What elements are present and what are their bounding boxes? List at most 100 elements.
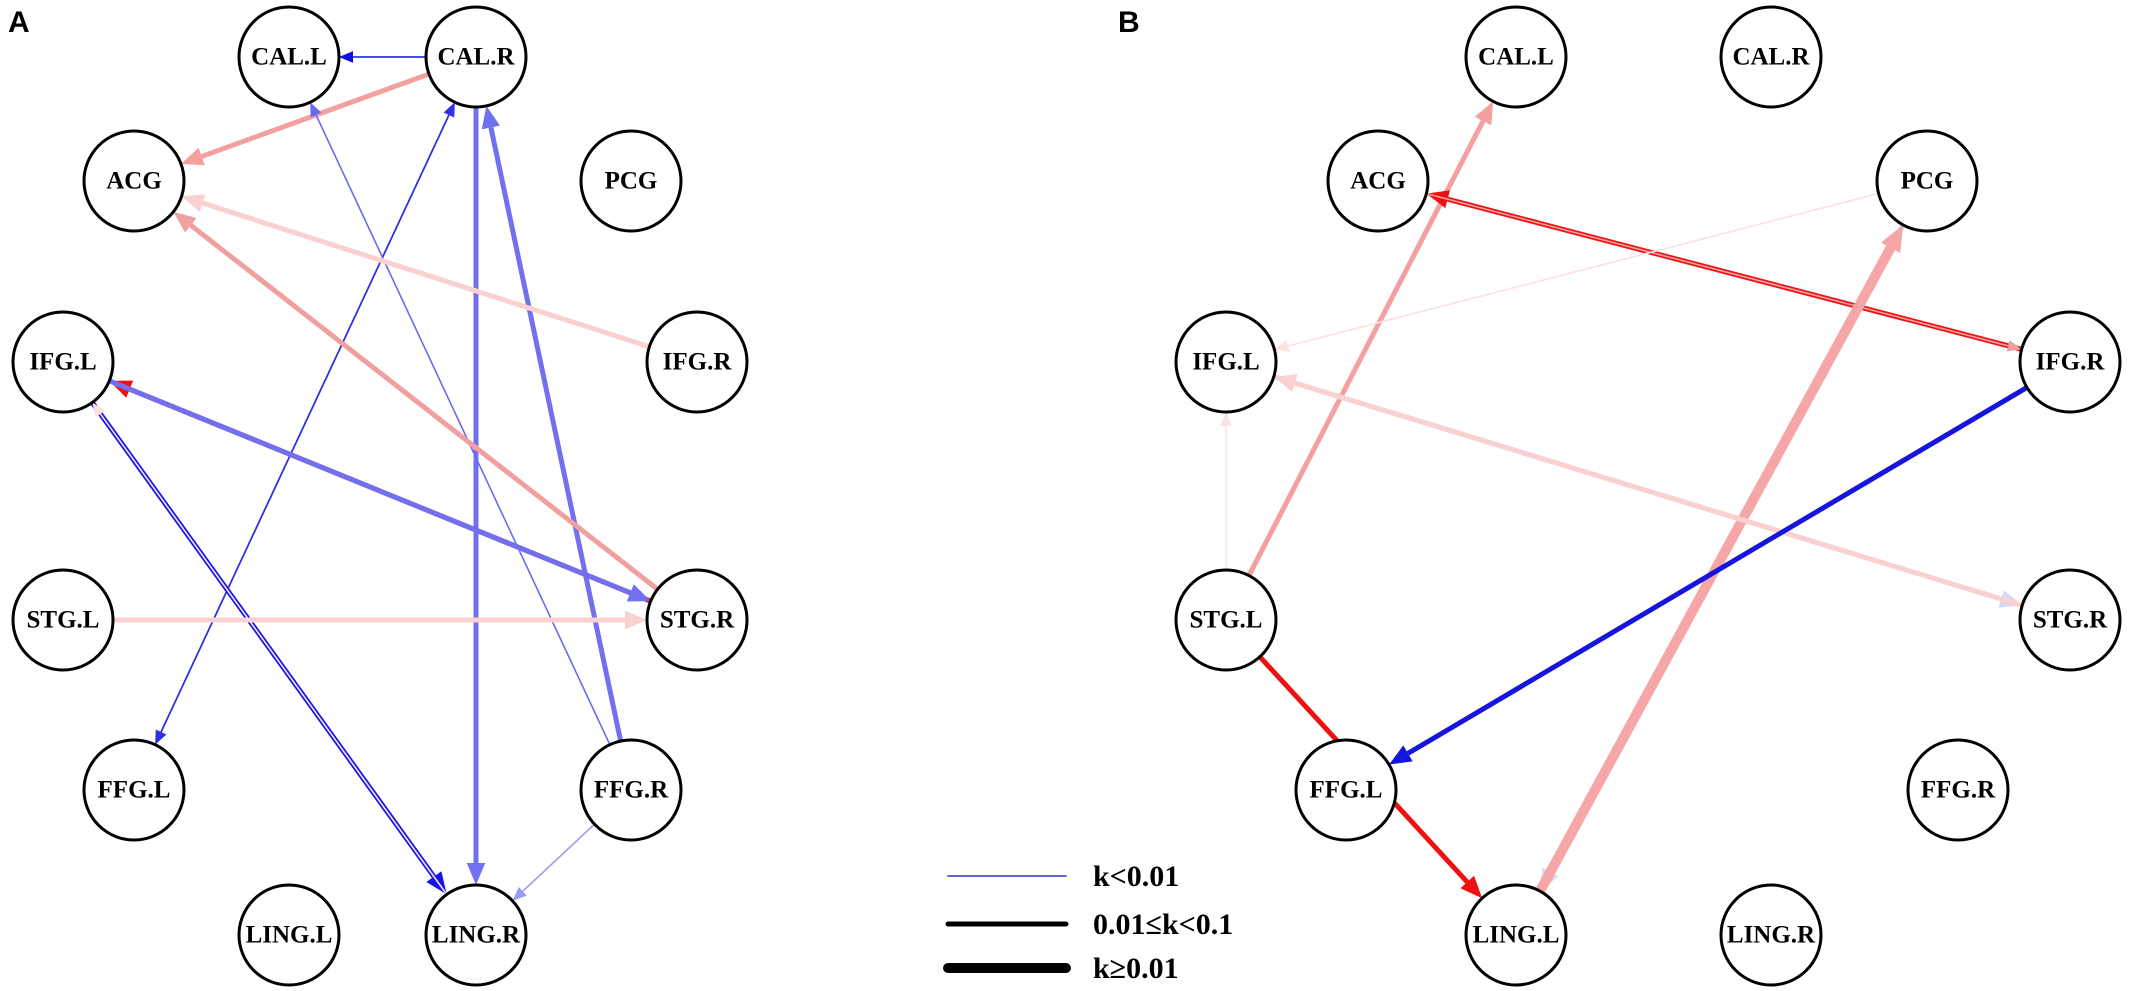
node-circle xyxy=(237,883,341,987)
node-circle xyxy=(424,5,528,109)
node-a-pcg: PCG xyxy=(579,129,683,233)
edge-b-stgr-to-ifgl xyxy=(1273,374,2023,608)
node-circle xyxy=(645,310,749,414)
edge-line xyxy=(1426,192,2009,347)
node-circle xyxy=(1464,883,1568,987)
legend-item-2: 0.01≤k<0.1 xyxy=(945,908,1233,941)
node-circle xyxy=(579,129,683,233)
node-circle xyxy=(1464,5,1568,109)
arrowhead xyxy=(626,584,651,602)
edge-line xyxy=(1287,192,1879,347)
node-b-stg-l: STG.L xyxy=(1174,568,1278,672)
edge-a-stgr-to-acg xyxy=(173,211,660,592)
node-circle xyxy=(1326,129,1430,233)
node-circle xyxy=(1719,883,1823,987)
node-label: CAL.L xyxy=(1478,44,1554,71)
edge-line xyxy=(99,413,448,895)
node-label: CAL.R xyxy=(437,44,515,71)
arrowhead xyxy=(443,102,455,118)
arrowhead xyxy=(512,886,527,901)
arrowhead xyxy=(1881,224,1904,253)
legend-item-3: k≥0.01 xyxy=(943,952,1179,985)
node-label: IFG.L xyxy=(1192,349,1259,376)
arrowhead xyxy=(625,610,647,630)
arrowhead xyxy=(481,105,500,130)
node-b-ifg-r: IFG.R xyxy=(2018,310,2122,414)
edge-line xyxy=(1294,380,2023,608)
arrowhead xyxy=(92,402,106,418)
node-b-ffg-r: FFG.R xyxy=(1906,738,2010,842)
legend-label: k≥0.01 xyxy=(1093,952,1179,985)
node-circle xyxy=(82,738,186,842)
edge-a-lingr-to-ifgl xyxy=(92,402,448,895)
node-a-ling-l: LING.L xyxy=(237,883,341,987)
node-a-ffg-r: FFG.R xyxy=(579,738,683,842)
arrowhead xyxy=(310,102,322,118)
edge-b-acg-to-ifgr xyxy=(1426,192,2022,352)
arrowhead xyxy=(181,194,206,212)
arrowhead xyxy=(1474,101,1494,126)
node-label: PCG xyxy=(605,168,658,195)
edge-b-stgl-to-ifgl xyxy=(1220,412,1232,570)
legend-label: k<0.01 xyxy=(1093,860,1179,893)
edge-a-ffgr-to-lingr xyxy=(512,823,596,901)
node-label: FFG.R xyxy=(1921,777,1996,804)
node-label: IFG.R xyxy=(663,349,733,376)
edge-line xyxy=(201,200,651,350)
node-circle xyxy=(2018,310,2122,414)
node-label: CAL.L xyxy=(251,44,327,71)
node-b-ling-r: LING.R xyxy=(1719,883,1823,987)
node-label: LING.R xyxy=(432,922,521,949)
node-b-stg-r: STG.R xyxy=(2018,568,2122,672)
node-label: STG.L xyxy=(27,607,100,634)
node-label: CAL.R xyxy=(1732,44,1810,71)
edge-a-calr-to-call xyxy=(339,51,426,63)
arrowhead xyxy=(155,729,167,745)
arrowhead xyxy=(1273,374,1298,392)
node-a-ffg-l: FFG.L xyxy=(82,738,186,842)
edge-b-ifgr-to-ffgl xyxy=(1389,385,2029,765)
node-circle xyxy=(2018,568,2122,672)
node-label: LING.L xyxy=(1473,922,1560,949)
edge-line xyxy=(108,378,632,596)
edge-line xyxy=(522,823,596,892)
node-label: IFG.L xyxy=(29,349,96,376)
arrowhead xyxy=(1274,340,1290,352)
node-circle xyxy=(11,568,115,672)
edge-b-pcg-to-ifgl xyxy=(1274,192,1879,352)
edge-a-calr-to-lingr xyxy=(466,107,486,885)
panel-letter-a: A xyxy=(8,6,30,39)
edges-layer xyxy=(90,51,2029,901)
arrowhead xyxy=(466,863,486,885)
node-circle xyxy=(237,5,341,109)
node-b-ffg-l: FFG.L xyxy=(1294,738,1398,842)
node-b-acg: ACG xyxy=(1326,129,1430,233)
node-label: ACG xyxy=(1350,168,1406,195)
node-circle xyxy=(645,568,749,672)
arrowhead xyxy=(1220,412,1232,426)
edge-a-ffgr-to-call xyxy=(310,102,611,746)
node-label: LING.L xyxy=(246,922,333,949)
legend-item-1: k<0.01 xyxy=(947,860,1179,893)
edge-line xyxy=(189,223,660,592)
node-a-stg-r: STG.R xyxy=(645,568,749,672)
node-b-pcg: PCG xyxy=(1875,129,1979,233)
node-label: IFG.R xyxy=(2036,349,2106,376)
node-circle xyxy=(82,129,186,233)
node-b-ifg-l: IFG.L xyxy=(1174,310,1278,414)
node-label: LING.R xyxy=(1727,922,1816,949)
node-a-acg: ACG xyxy=(82,129,186,233)
node-a-cal-l: CAL.L xyxy=(237,5,341,109)
node-a-ifg-l: IFG.L xyxy=(11,310,115,414)
node-circle xyxy=(1875,129,1979,233)
node-label: STG.R xyxy=(2033,607,2108,634)
legend-label: 0.01≤k<0.1 xyxy=(1093,908,1233,941)
arrowhead xyxy=(173,211,197,233)
node-b-cal-l: CAL.L xyxy=(1464,5,1568,109)
arrowhead xyxy=(2006,340,2022,352)
arrowhead xyxy=(181,147,205,166)
node-label: ACG xyxy=(106,168,162,195)
node-circle xyxy=(579,738,683,842)
node-a-ling-r: LING.R xyxy=(424,883,528,987)
legend: k<0.01 0.01≤k<0.1 k≥0.01 xyxy=(943,860,1233,985)
